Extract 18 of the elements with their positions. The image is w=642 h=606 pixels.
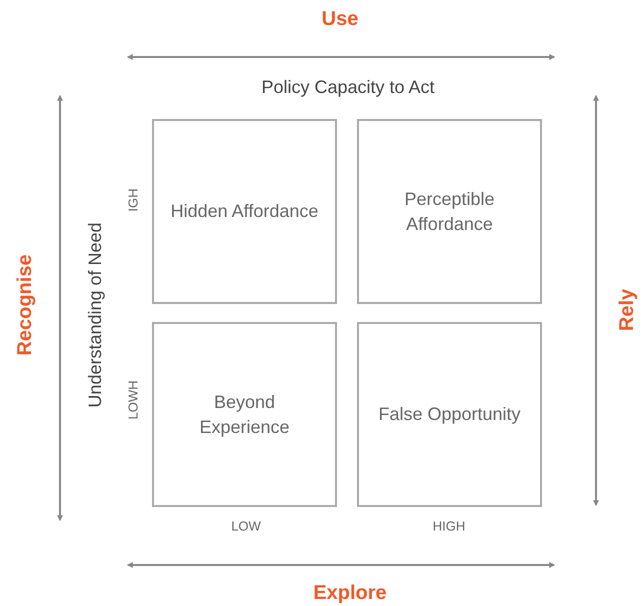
- quadrant-label: Beyond Experience: [198, 390, 291, 439]
- tick-label: HIGH: [432, 520, 466, 532]
- quadrant-label: False Opportunity: [378, 403, 521, 426]
- tick-label: IGH: [126, 188, 140, 212]
- axis-title: Policy Capacity to Act: [261, 78, 435, 96]
- axis-label: Use: [322, 9, 358, 29]
- tick-label: LOWH: [126, 380, 140, 420]
- quadrant-box: [357, 119, 542, 304]
- axis-title: Understanding of Need: [86, 222, 104, 408]
- axis-label: Recognise: [15, 254, 35, 356]
- quadrant-box: [152, 322, 337, 507]
- quadrant-box: [152, 119, 337, 304]
- quadrant-box: [357, 322, 542, 507]
- quadrant-label: Hidden Affordance: [170, 200, 318, 223]
- axis-label: Explore: [313, 583, 387, 603]
- quadrant-label: Perceptible Affordance: [403, 188, 496, 236]
- axis-label: Rely: [617, 288, 637, 332]
- tick-label: LOW: [231, 520, 261, 532]
